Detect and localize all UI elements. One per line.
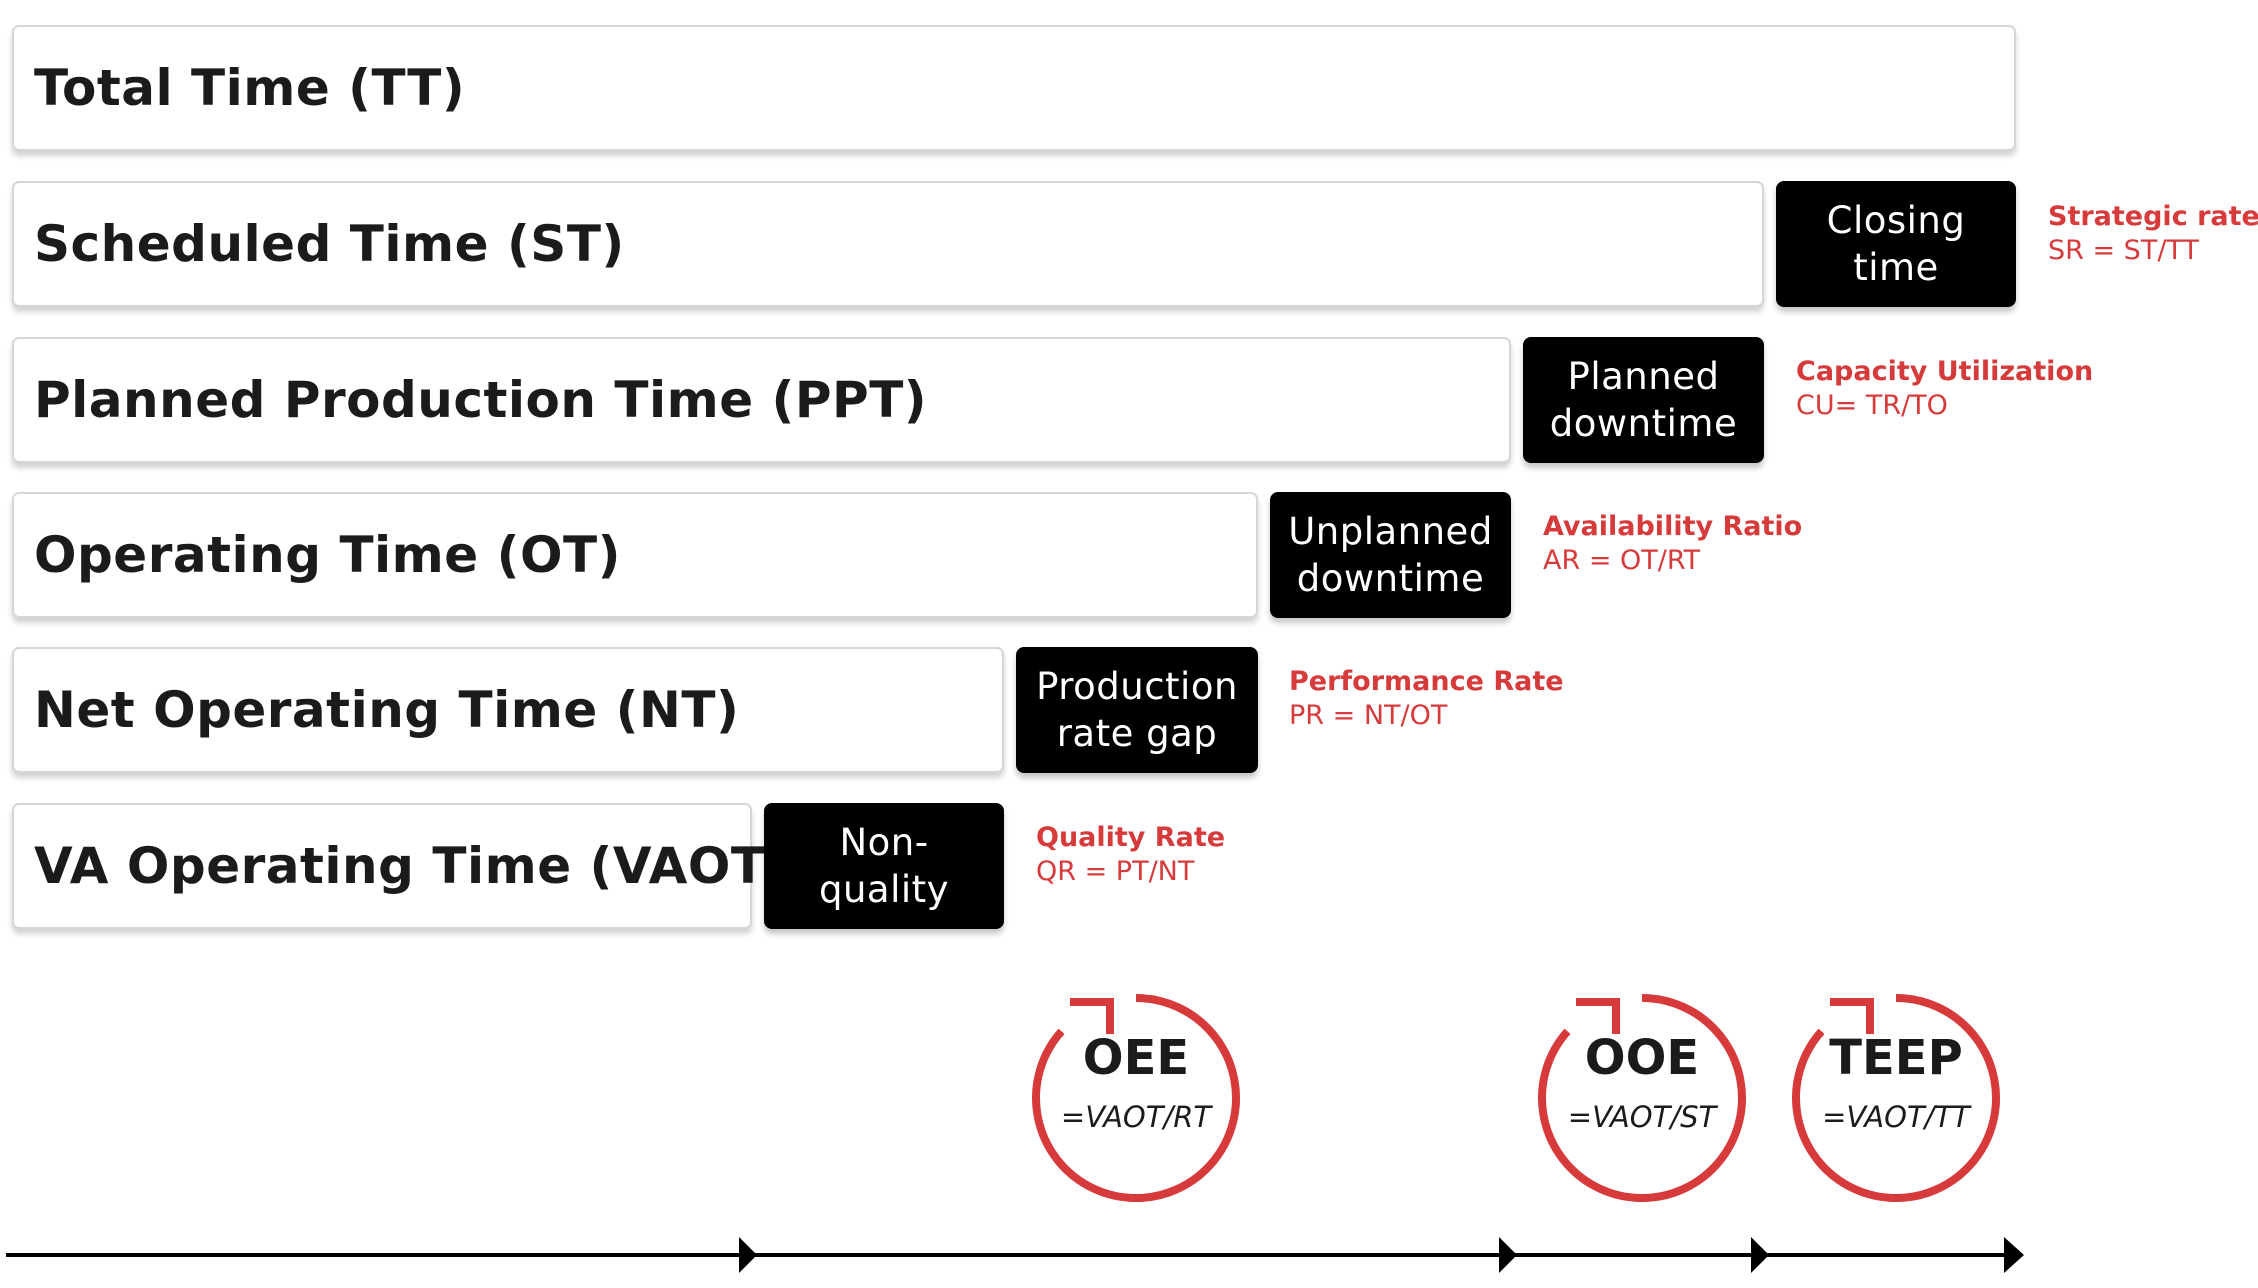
ratio-quality: Quality Rate QR = PT/NT <box>1036 821 1225 889</box>
bar-label: Operating Time (OT) <box>34 526 621 584</box>
indicator-oee: OEE =VAOT/RT <box>1026 988 1246 1208</box>
loss-label: Closing time <box>1826 199 1966 289</box>
indicator-formula: =VAOT/RT <box>1060 1100 1212 1134</box>
ratio-capacity-utilization: Capacity Utilization CU= TR/TO <box>1796 355 2093 423</box>
indicator-ooe: OOE =VAOT/ST <box>1532 988 1752 1208</box>
bar-label: Scheduled Time (ST) <box>34 215 625 273</box>
timeline-arrow-icon <box>2004 1237 2024 1273</box>
timeline-arrow-icon <box>1499 1237 1517 1273</box>
bar-scheduled-time: Scheduled Time (ST) <box>12 181 1764 307</box>
loss-label: Unplanned downtime <box>1288 510 1493 600</box>
ratio-name: Strategic rate <box>2048 201 2258 232</box>
loss-unplanned-downtime: Unplanned downtime <box>1270 492 1511 618</box>
ratio-strategic-rate: Strategic rate SR = ST/TT <box>2048 200 2258 268</box>
loss-planned-downtime: Planned downtime <box>1523 337 1764 463</box>
loss-label: Non- quality <box>818 821 950 911</box>
ratio-name: Availability Ratio <box>1543 511 1803 542</box>
bar-operating-time: Operating Time (OT) <box>12 492 1258 618</box>
bar-planned-production-time: Planned Production Time (PPT) <box>12 337 1511 463</box>
indicator-name: OOE <box>1584 1030 1700 1086</box>
bar-va-operating-time: VA Operating Time (VAOT) <box>12 803 788 929</box>
ratio-formula: SR = ST/TT <box>2048 235 2199 266</box>
loss-label: Production rate gap <box>1036 665 1238 755</box>
ratio-formula: PR = NT/OT <box>1289 700 1448 731</box>
ratio-name: Performance Rate <box>1289 666 1564 697</box>
bar-label: Total Time (TT) <box>34 59 466 117</box>
ratio-formula: AR = OT/RT <box>1543 545 1701 576</box>
indicator-formula: =VAOT/ST <box>1567 1100 1717 1134</box>
loss-production-rate-gap: Production rate gap <box>1016 647 1258 773</box>
ratio-name: Capacity Utilization <box>1796 356 2094 387</box>
timeline-axis <box>6 1237 2024 1273</box>
refresh-ring-icon <box>1538 994 1747 1202</box>
loss-label: Planned downtime <box>1549 355 1738 445</box>
ratio-formula: CU= TR/TO <box>1796 390 1948 421</box>
ratio-name: Quality Rate <box>1036 822 1226 853</box>
indicator-formula: =VAOT/TT <box>1822 1100 1970 1134</box>
ratio-formula: QR = PT/NT <box>1036 856 1195 887</box>
refresh-ring-icon <box>1032 994 1241 1202</box>
loss-non-quality: Non- quality <box>764 803 1004 929</box>
bar-total-time: Total Time (TT) <box>12 25 2016 151</box>
refresh-ring-icon <box>1792 994 2001 1202</box>
ratio-availability: Availability Ratio AR = OT/RT <box>1543 510 1802 578</box>
bar-label: Planned Production Time (PPT) <box>34 371 928 429</box>
loss-closing-time: Closing time <box>1776 181 2016 307</box>
bar-label: VA Operating Time (VAOT) <box>34 837 789 895</box>
indicator-name: TEEP <box>1829 1030 1963 1086</box>
bar-label: Net Operating Time (NT) <box>34 681 740 739</box>
ratio-performance: Performance Rate PR = NT/OT <box>1289 665 1564 733</box>
timeline-arrow-icon <box>739 1237 757 1273</box>
indicator-teep: TEEP =VAOT/TT <box>1786 988 2006 1208</box>
indicator-name: OEE <box>1082 1030 1190 1086</box>
timeline-arrow-icon <box>1751 1237 1769 1273</box>
bar-net-operating-time: Net Operating Time (NT) <box>12 647 1004 773</box>
